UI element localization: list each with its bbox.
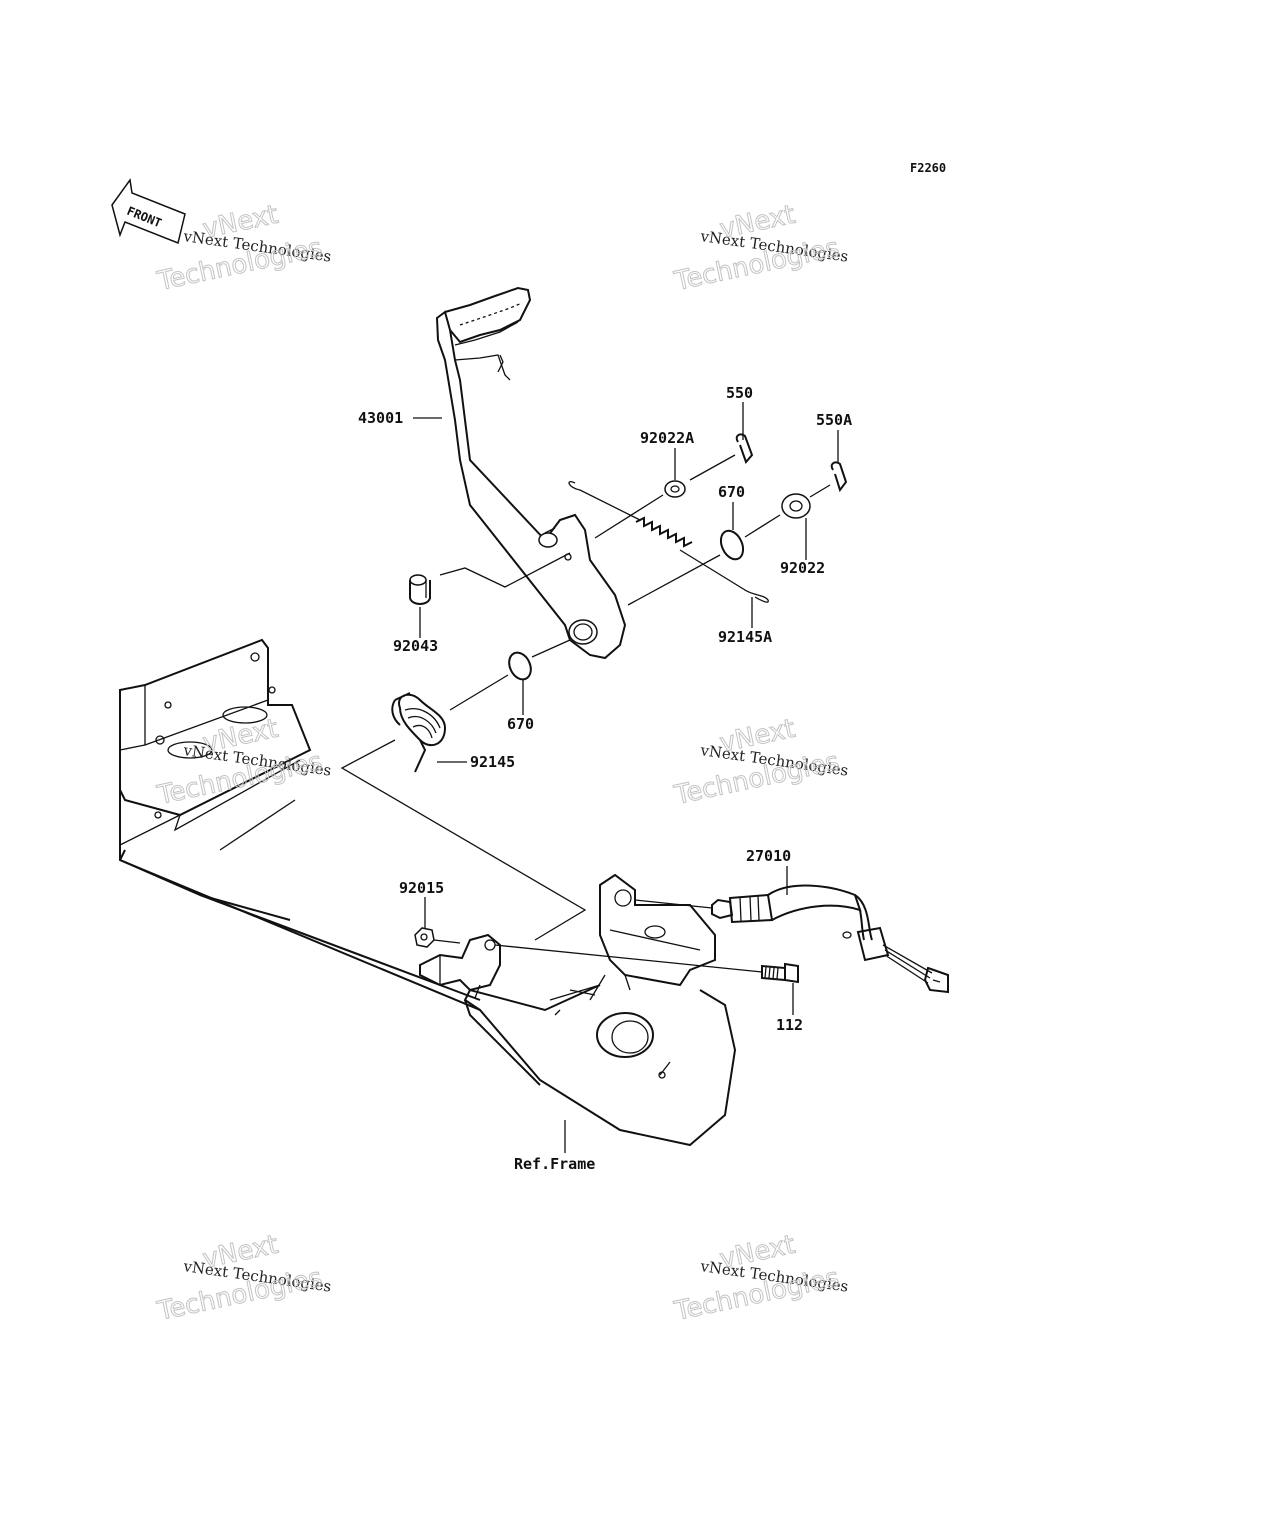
label-92015: 92015: [399, 879, 444, 897]
label-670-top: 670: [718, 483, 745, 501]
label-550a: 550A: [816, 411, 852, 429]
label-27010: 27010: [746, 847, 791, 865]
watermark-top-right: vNext vNext Technologies Technologies: [671, 199, 850, 297]
label-ref-frame: Ref.Frame: [514, 1155, 595, 1173]
watermark-bottom-right: vNext vNext Technologies Technologies: [671, 1229, 850, 1327]
watermark-bottom-left: vNext vNext Technologies Technologies: [154, 1229, 333, 1327]
frame-drawing: [119, 638, 737, 1147]
nut-92015-drawing: [414, 927, 435, 948]
switch-bracket-drawing: [549, 873, 716, 1001]
label-92022a: 92022A: [640, 429, 694, 447]
brake-pedal-drawing: [435, 286, 627, 660]
cotter-pin-550a-drawing: [830, 461, 848, 493]
label-92145a: 92145A: [718, 628, 772, 646]
bolt-112-drawing: [761, 962, 799, 984]
label-92043: 92043: [393, 637, 438, 655]
watermark-mid-left: vNext vNext Technologies Technologies: [154, 713, 333, 811]
diagram-id: F2260: [910, 161, 946, 175]
leader-lines: [340, 402, 839, 1153]
return-spring-92145-drawing: [391, 692, 447, 773]
spring-92145a-drawing: [568, 481, 769, 603]
o-ring-670-top-drawing: [719, 529, 745, 561]
label-92145: 92145: [470, 753, 515, 771]
label-670-bottom: 670: [507, 715, 534, 733]
pin-92043-drawing: [409, 574, 431, 605]
washer-92022a-drawing: [664, 480, 686, 498]
watermark-mid-right: vNext vNext Technologies Technologies: [671, 713, 850, 811]
washer-92022-drawing: [781, 493, 811, 519]
label-550: 550: [726, 384, 753, 402]
o-ring-670-bottom-drawing: [508, 651, 532, 681]
part-labels: 43001 550 550A 92022A 670 92022 92043 92…: [358, 384, 852, 1173]
front-arrow-icon: FRONT: [111, 178, 186, 245]
label-43001: 43001: [358, 409, 403, 427]
pivot-bracket-drawing: [419, 933, 501, 999]
cotter-pin-550-drawing: [735, 433, 754, 464]
brake-switch-27010-drawing: [711, 884, 949, 994]
label-112: 112: [776, 1016, 803, 1034]
label-92022: 92022: [780, 559, 825, 577]
